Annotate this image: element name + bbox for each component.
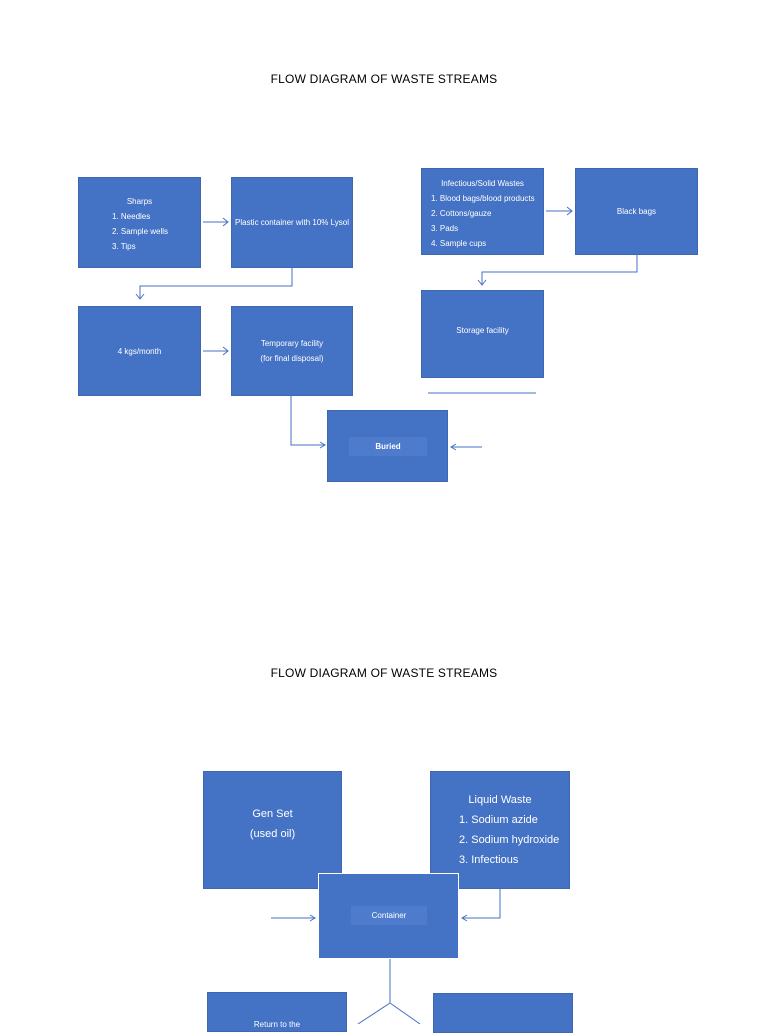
- buried-label: Buried: [349, 437, 427, 456]
- buried-box: Buried: [327, 410, 448, 482]
- container-label: Container: [351, 906, 427, 925]
- arrowhead: [477, 279, 487, 286]
- sharps-item: 1. Needles: [112, 212, 151, 221]
- container-branch-left: [357, 1002, 391, 1024]
- arrow-blackbags-to-storage: [481, 255, 638, 285]
- infectious-box: Infectious/Solid Wastes 1. Blood bags/bl…: [421, 168, 544, 255]
- storage-facility-box: Storage facility: [421, 290, 544, 378]
- diagram2-title: FLOW DIAGRAM OF WASTE STREAMS: [270, 666, 498, 680]
- temporary-line1: Temporary facility: [260, 339, 324, 348]
- sharps-heading: Sharps: [126, 197, 153, 206]
- arrowhead: [319, 441, 326, 449]
- sharps-item: 2. Sample wells: [112, 227, 169, 236]
- infectious-item: 3. Pads: [431, 224, 459, 233]
- liquid-waste-box: Liquid Waste 1. Sodium azide 2. Sodium h…: [430, 771, 570, 889]
- infectious-item: 2. Cottons/gauze: [431, 209, 492, 218]
- diagram1-title: FLOW DIAGRAM OF WASTE STREAMS: [270, 72, 498, 86]
- genset-line2: (used oil): [249, 828, 296, 840]
- liquid-item: 2. Sodium hydroxide: [459, 834, 560, 846]
- container-branch-right: [389, 1002, 421, 1024]
- arrow-temporary-to-buried: [290, 396, 325, 446]
- arrow-container-to-kgs: [139, 268, 293, 299]
- arrowhead: [461, 914, 468, 922]
- genset-box: Gen Set (used oil): [203, 771, 342, 889]
- infectious-item: 4. Sample cups: [431, 239, 487, 248]
- infectious-heading: Infectious/Solid Wastes: [441, 179, 524, 188]
- arrowhead: [450, 443, 457, 451]
- kgs-label: 4 kgs/month: [117, 346, 162, 356]
- sharps-box: Sharps 1. Needles 2. Sample wells 3. Tip…: [78, 177, 201, 268]
- black-bags-box: Black bags: [575, 168, 698, 255]
- liquid-item: 3. Infectious: [459, 854, 519, 866]
- container-box: Container: [318, 873, 459, 959]
- temporary-facility-box: Temporary facility (for final disposal): [231, 306, 353, 396]
- liquid-item: 1. Sodium azide: [459, 814, 538, 826]
- arrow-liquid-to-container: [462, 889, 501, 919]
- infectious-item: 1. Blood bags/blood products: [431, 194, 535, 203]
- black-bags-label: Black bags: [616, 207, 657, 216]
- plastic-container-label: Plastic container with 10% Lysol: [235, 218, 349, 227]
- genset-line1: Gen Set: [252, 808, 293, 820]
- liquid-heading: Liquid Waste: [468, 794, 532, 806]
- temporary-line2: (for final disposal): [260, 354, 324, 363]
- kgs-box: 4 kgs/month: [78, 306, 201, 396]
- plastic-container-box: Plastic container with 10% Lysol: [231, 177, 353, 268]
- arrowhead: [135, 293, 145, 300]
- arrowhead: [222, 217, 229, 227]
- arrowhead: [566, 206, 573, 216]
- arrowhead: [309, 914, 316, 922]
- arrowhead: [222, 346, 229, 356]
- storage-facility-label: Storage facility: [456, 325, 509, 335]
- sharps-item: 3. Tips: [112, 242, 136, 251]
